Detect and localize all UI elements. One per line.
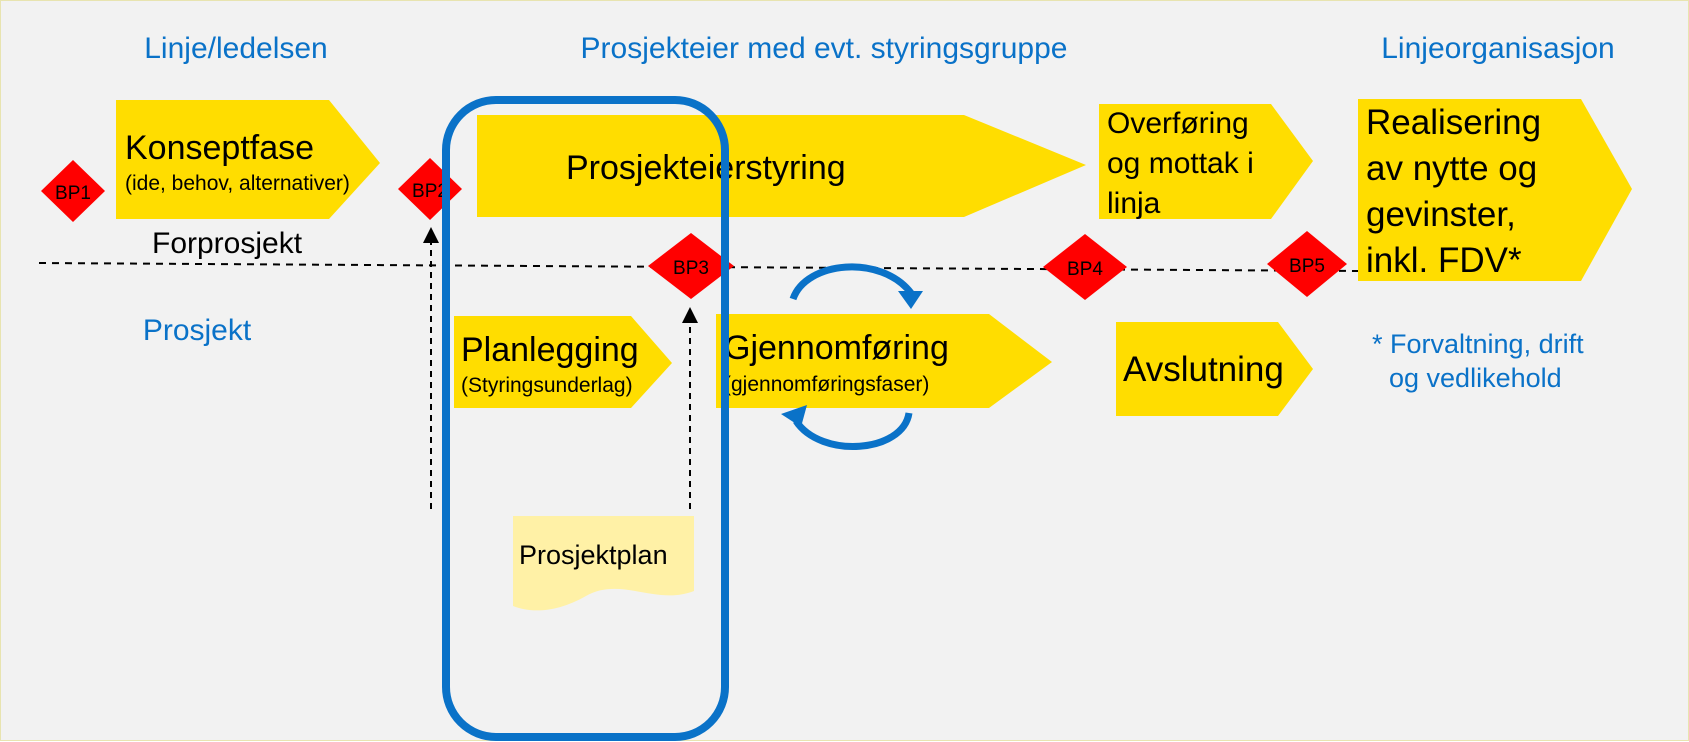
realization-line-3: gevinster,: [1366, 195, 1516, 234]
heading-project: Prosjekt: [143, 314, 252, 347]
planning-subtitle: (Styringsunderlag): [461, 374, 633, 397]
iteration-arrowhead-bottom: [781, 405, 807, 427]
divider-label: Forprosjekt: [152, 227, 303, 260]
decision-point-bp3-label: BP3: [673, 258, 709, 279]
decision-point-bp4: [1043, 234, 1127, 300]
realization-arrow: [1358, 99, 1632, 281]
project-plan-document: [513, 516, 694, 611]
handover-line-2: og mottak i: [1107, 147, 1254, 180]
decision-point-bp1: [41, 160, 105, 222]
iteration-arrow-bottom: [793, 412, 913, 450]
heading-line-organization: Linjeorganisasjon: [1381, 32, 1615, 65]
decision-point-bp4-label: BP4: [1067, 259, 1103, 280]
handover-arrow: [1099, 104, 1313, 219]
heading-project-owner: Prosjekteier med evt. styringsgruppe: [581, 32, 1068, 65]
iteration-arrowhead-top: [898, 291, 923, 309]
closing-title: Avslutning: [1123, 350, 1284, 389]
decision-point-bp5: [1267, 231, 1347, 297]
footnote-line-1: * Forvaltning, drift: [1372, 329, 1584, 359]
concept-phase-subtitle: (ide, behov, alternativer): [125, 172, 350, 195]
concept-phase-arrow: [116, 100, 380, 219]
owner-governance-arrow: [477, 115, 1086, 217]
heading-line-management: Linje/ledelsen: [144, 32, 327, 65]
iteration-arrow-top: [789, 263, 914, 301]
execution-arrow: [716, 314, 1052, 408]
handover-line-3: linja: [1107, 187, 1161, 220]
concept-phase-title: Konseptfase: [125, 129, 314, 167]
project-plan-label: Prosjektplan: [519, 540, 668, 570]
execution-title: Gjennomføring: [724, 329, 949, 367]
realization-line-4: inkl. FDV*: [1366, 241, 1522, 280]
realization-line-2: av nytte og: [1366, 149, 1537, 188]
planning-title: Planlegging: [461, 331, 639, 369]
realization-line-1: Realisering: [1366, 103, 1541, 142]
decision-point-bp3: [648, 233, 734, 299]
handover-line-1: Overføring: [1107, 107, 1249, 140]
execution-subtitle: (gjennomføringsfaser): [724, 373, 929, 396]
planning-arrow: [454, 316, 672, 408]
footnote-line-2: og vedlikehold: [1389, 363, 1562, 393]
decision-point-bp5-label: BP5: [1289, 256, 1325, 277]
decision-point-bp2-label: BP2: [412, 181, 448, 202]
owner-governance-title: Prosjekteierstyring: [566, 149, 846, 187]
closing-arrow: [1116, 322, 1313, 416]
decision-point-bp1-label: BP1: [55, 183, 91, 204]
planning-phase-highlight: [442, 96, 729, 741]
